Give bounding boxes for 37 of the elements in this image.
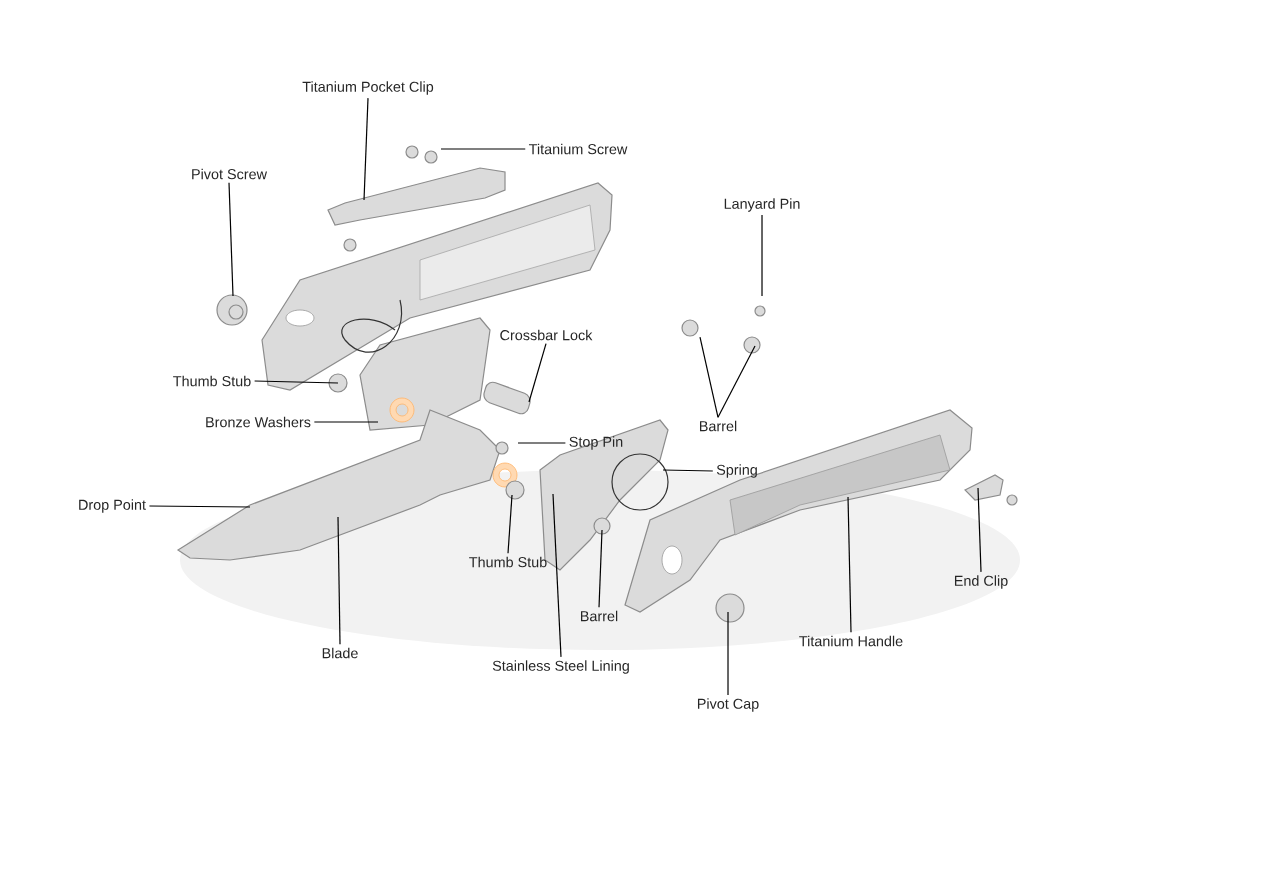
leader-line	[148, 505, 251, 508]
part-label: Bronze Washers	[206, 416, 311, 428]
part-label: Pivot Cap	[698, 698, 759, 712]
leader-line	[552, 493, 562, 658]
leader-line	[662, 469, 714, 472]
leader-line	[977, 487, 982, 573]
leader-line	[254, 380, 339, 384]
part-label: Titanium Handle	[799, 635, 903, 647]
leader-line	[507, 494, 513, 554]
leader-line	[727, 611, 729, 696]
part-label: End Clip	[955, 575, 1008, 589]
part-label: Spring	[716, 464, 757, 478]
leader-line	[761, 214, 763, 297]
leader-line	[313, 421, 379, 423]
part-label: Drop Point	[79, 499, 146, 513]
part-label: Titanium Pocket Clip	[302, 81, 434, 95]
part-label: Blade	[322, 647, 358, 659]
leader-line	[847, 496, 852, 633]
part-label: Thumb Stub	[469, 556, 547, 568]
part-label: Barrel	[581, 610, 618, 622]
leader-line	[528, 343, 547, 403]
leader-line	[337, 516, 341, 645]
part-label: Lanyard Pin	[724, 198, 800, 212]
part-label: Stop Pin	[569, 436, 623, 450]
leader-line	[440, 148, 526, 150]
leader-line	[517, 442, 566, 444]
leader-line	[228, 182, 234, 297]
part-label: Barrel	[700, 420, 737, 432]
part-label: Titanium Screw	[528, 143, 628, 155]
leader-line	[717, 345, 756, 418]
part-label: Crossbar Lock	[500, 329, 593, 341]
leader-line	[699, 336, 719, 418]
leader-line	[363, 97, 369, 201]
leader-line	[598, 529, 603, 608]
part-label: Thumb Stub	[173, 375, 251, 387]
part-label: Stainless Steel Lining	[492, 660, 629, 674]
part-label: Pivot Screw	[192, 168, 268, 180]
